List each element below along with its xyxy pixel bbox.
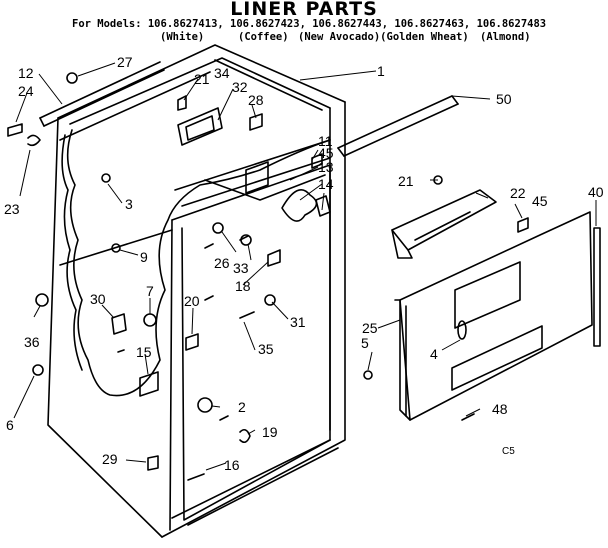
- fan-blade-13: [281, 189, 318, 222]
- part-27: [66, 72, 78, 84]
- part-20: [185, 333, 199, 351]
- callout-2: 2: [238, 399, 246, 415]
- callout-24: 24: [18, 83, 34, 99]
- callout-28: 28: [248, 92, 264, 108]
- shelf-support-22: [391, 189, 497, 259]
- callout-25: 25: [362, 320, 378, 336]
- color-almond: (Almond): [480, 31, 531, 43]
- callout-19: 19: [262, 424, 278, 440]
- color-white: (White): [160, 31, 205, 43]
- callout-16: 16: [224, 457, 240, 473]
- leader-lines: [13, 62, 597, 471]
- part-23: [27, 134, 41, 147]
- light-housing-34: [177, 107, 223, 146]
- callout-3: 3: [125, 196, 133, 212]
- part-31: [264, 294, 276, 306]
- part-18: [267, 249, 281, 267]
- part-14: [315, 195, 331, 217]
- callout-7: 7: [146, 283, 154, 299]
- callout-31: 31: [290, 314, 306, 330]
- part-21a: [177, 95, 187, 111]
- callout-15: 15: [136, 344, 152, 360]
- callout-40: 40: [588, 184, 604, 200]
- part-35: [239, 311, 255, 319]
- callout-36: 36: [24, 334, 40, 350]
- color-coffee: (Coffee): [238, 31, 289, 43]
- part-29: [147, 455, 159, 471]
- part-16: [187, 473, 205, 481]
- part-5: [363, 370, 373, 380]
- callout-30: 30: [90, 291, 106, 307]
- part-callouts: 1 2 3 4 5 6 7 9 11 12 13 14 15 16 18 19 …: [4, 54, 604, 473]
- callout-21b: 21: [398, 173, 414, 189]
- part-36: [35, 293, 49, 307]
- callout-1: 1: [377, 63, 385, 79]
- callout-12: 12: [18, 65, 34, 81]
- callout-21a: 21: [194, 71, 210, 87]
- callout-26: 26: [214, 255, 230, 271]
- part-3: [101, 173, 111, 183]
- callout-18: 18: [235, 278, 251, 294]
- callout-9: 9: [140, 249, 148, 265]
- callout-20: 20: [184, 293, 200, 309]
- callout-33: 33: [233, 260, 249, 276]
- part-48: [461, 413, 475, 421]
- callout-45a: 45: [318, 145, 334, 161]
- part-45b: [517, 217, 529, 233]
- callout-5: 5: [361, 335, 369, 351]
- part-26: [212, 222, 224, 234]
- callout-48: 48: [492, 401, 508, 417]
- part-45a: [311, 153, 323, 169]
- part-33: [240, 234, 252, 246]
- part-15: [139, 371, 159, 397]
- part-9: [111, 243, 121, 253]
- callout-14: 14: [318, 176, 334, 192]
- part-28: [249, 113, 263, 131]
- callout-35: 35: [258, 341, 274, 357]
- callout-29: 29: [102, 451, 118, 467]
- callout-13: 13: [318, 159, 334, 175]
- callout-27: 27: [117, 54, 133, 70]
- footer-code: C5: [502, 446, 515, 457]
- part-19: [239, 428, 251, 444]
- callout-50: 50: [496, 91, 512, 107]
- diagram-title: LINER PARTS: [230, 0, 378, 20]
- callout-6: 6: [6, 417, 14, 433]
- part-4: [457, 320, 467, 340]
- color-avocado-wheat: (New Avocado)(Golden Wheat): [298, 31, 469, 43]
- callout-11: 11: [318, 133, 333, 149]
- callout-32: 32: [232, 79, 248, 95]
- trim-strip-40: [593, 227, 601, 347]
- cabinet-liner: [47, 44, 346, 538]
- callout-4: 4: [430, 346, 438, 362]
- callout-34: 34: [214, 65, 230, 81]
- callout-22: 22: [510, 185, 526, 201]
- crisper-panel: [394, 211, 593, 421]
- control-11: [245, 161, 269, 194]
- part-24: [7, 123, 23, 137]
- callout-23: 23: [4, 201, 20, 217]
- callout-45b: 45: [532, 193, 548, 209]
- part-6: [32, 364, 44, 376]
- part-2: [197, 397, 213, 413]
- rail-50: [337, 95, 459, 157]
- part-30: [111, 313, 127, 335]
- models-line: For Models: 106.8627413, 106.8627423, 10…: [72, 18, 547, 30]
- rail-top-left: [39, 61, 165, 127]
- part-7: [143, 313, 157, 327]
